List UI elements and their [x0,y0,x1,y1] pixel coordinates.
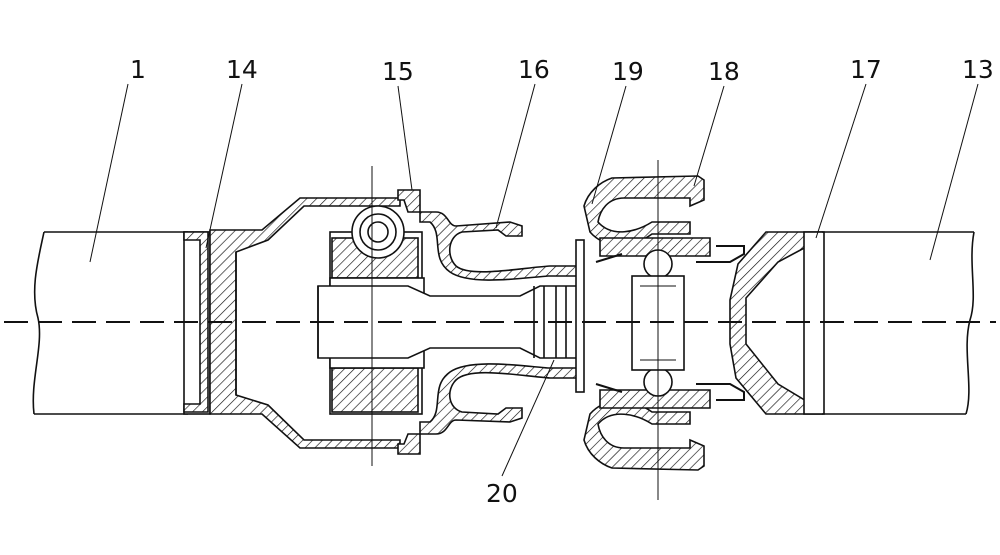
label-part-20: 20 [486,479,518,508]
centerlines [4,160,996,500]
leader-lines [89,83,979,477]
right-yoke [729,231,825,415]
label-part-13: 13 [962,55,994,84]
label-part-19: 19 [612,57,644,86]
left-tube [32,231,188,415]
label-part-18: 18 [708,57,740,86]
rubber-boot [419,211,579,435]
label-part-16: 16 [518,55,550,84]
label-part-1: 1 [130,55,146,84]
right-tube [822,231,975,415]
label-part-17: 17 [850,55,882,84]
label-part-14: 14 [226,55,258,84]
label-part-15: 15 [382,57,414,86]
